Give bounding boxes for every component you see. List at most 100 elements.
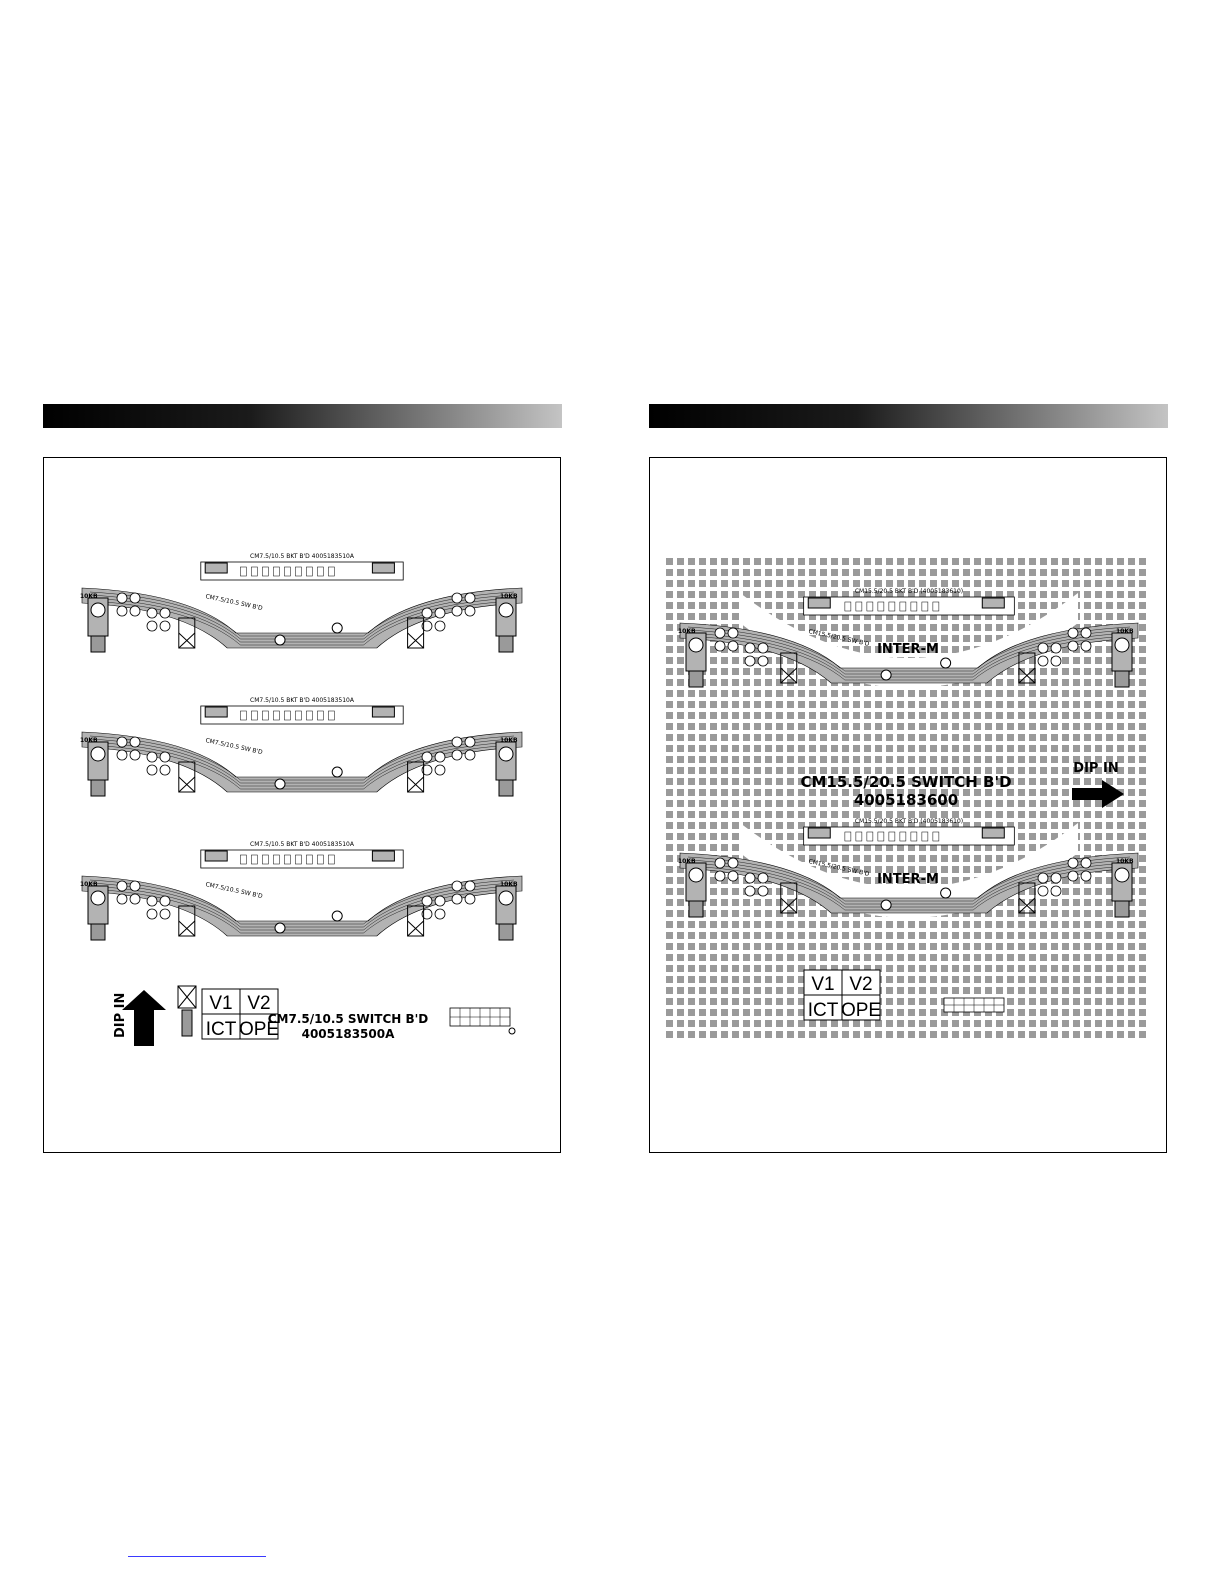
right-row-2-pot-label-left: 10KB — [678, 858, 696, 865]
grid-pad — [809, 1031, 816, 1038]
grid-pad — [864, 701, 871, 708]
grid-pad — [765, 987, 772, 994]
grid-pad — [1073, 723, 1080, 730]
grid-pad — [908, 690, 915, 697]
grid-pad — [1062, 976, 1069, 983]
grid-pad — [765, 745, 772, 752]
grid-pad — [875, 646, 882, 653]
grid-pad — [952, 778, 959, 785]
left-row-1-sw-label: CM7.5/10.5 SW B'D — [205, 593, 264, 612]
grid-pad — [1117, 822, 1124, 829]
grid-pad — [864, 756, 871, 763]
grid-pad — [1084, 976, 1091, 983]
grid-pad — [897, 822, 904, 829]
grid-pad — [1106, 811, 1113, 818]
grid-pad — [721, 899, 728, 906]
grid-pad — [864, 1031, 871, 1038]
grid-pad — [1139, 800, 1146, 807]
right-row-2-capacitor — [714, 857, 726, 869]
grid-pad — [985, 613, 992, 620]
grid-pad — [1018, 998, 1025, 1005]
grid-pad — [710, 778, 717, 785]
grid-pad — [721, 558, 728, 565]
grid-pad — [930, 1020, 937, 1027]
right-row-2-resistor — [910, 831, 918, 842]
grid-pad — [1040, 613, 1047, 620]
grid-pad — [1117, 591, 1124, 598]
grid-pad — [776, 602, 783, 609]
grid-pad — [732, 965, 739, 972]
grid-pad — [1095, 1020, 1102, 1027]
grid-pad — [941, 701, 948, 708]
grid-pad — [831, 932, 838, 939]
grid-pad — [930, 745, 937, 752]
grid-pad — [886, 800, 893, 807]
grid-pad — [820, 811, 827, 818]
grid-pad — [897, 1009, 904, 1016]
grid-pad — [853, 745, 860, 752]
grid-pad — [1084, 1031, 1091, 1038]
grid-pad — [754, 888, 761, 895]
grid-pad — [1084, 932, 1091, 939]
grid-pad — [908, 723, 915, 730]
grid-pad — [1040, 1031, 1047, 1038]
grid-pad — [897, 712, 904, 719]
left-row-2-capacitor — [146, 764, 158, 776]
grid-pad — [688, 558, 695, 565]
grid-pad — [798, 976, 805, 983]
grid-pad — [875, 866, 882, 873]
grid-pad — [952, 976, 959, 983]
grid-pad — [1117, 569, 1124, 576]
grid-pad — [1062, 877, 1069, 884]
grid-pad — [1029, 701, 1036, 708]
grid-pad — [1073, 624, 1080, 631]
grid-pad — [952, 734, 959, 741]
grid-pad — [754, 712, 761, 719]
grid-pad — [831, 965, 838, 972]
grid-pad — [952, 712, 959, 719]
grid-pad — [677, 767, 684, 774]
left-row-1-transistor — [274, 634, 286, 646]
grid-pad — [963, 778, 970, 785]
grid-pad — [1128, 778, 1135, 785]
grid-pad — [985, 921, 992, 928]
grid-pad — [688, 1009, 695, 1016]
grid-pad — [743, 899, 750, 906]
grid-pad — [941, 778, 948, 785]
grid-pad — [1073, 668, 1080, 675]
grid-pad — [985, 811, 992, 818]
left-row-3-pot-knob — [498, 890, 514, 906]
grid-pad — [743, 580, 750, 587]
grid-pad — [809, 668, 816, 675]
grid-pad — [1128, 833, 1135, 840]
grid-pad — [974, 1009, 981, 1016]
grid-pad — [1095, 646, 1102, 653]
right-row-1-switch-x — [780, 667, 798, 684]
grid-pad — [721, 1031, 728, 1038]
grid-pad — [842, 789, 849, 796]
left-row-1-resistor — [284, 566, 291, 577]
grid-pad — [853, 591, 860, 598]
left-row-3-resistor — [262, 854, 269, 865]
left-row-2-resistor — [317, 710, 324, 721]
grid-pad — [820, 932, 827, 939]
grid-pad — [699, 613, 706, 620]
grid-pad — [886, 1031, 893, 1038]
left-row-1-capacitor — [434, 620, 446, 632]
grid-pad — [842, 624, 849, 631]
grid-pad — [974, 987, 981, 994]
grid-pad — [1084, 921, 1091, 928]
grid-pad — [1128, 998, 1135, 1005]
grid-pad — [1051, 1031, 1058, 1038]
grid-pad — [732, 844, 739, 851]
grid-pad — [952, 822, 959, 829]
grid-pad — [666, 855, 673, 862]
grid-pad — [1095, 910, 1102, 917]
grid-pad — [974, 701, 981, 708]
grid-pad — [809, 712, 816, 719]
grid-pad — [1029, 976, 1036, 983]
grid-pad — [1040, 690, 1047, 697]
grid-pad — [930, 965, 937, 972]
grid-pad — [897, 800, 904, 807]
grid-pad — [1084, 756, 1091, 763]
